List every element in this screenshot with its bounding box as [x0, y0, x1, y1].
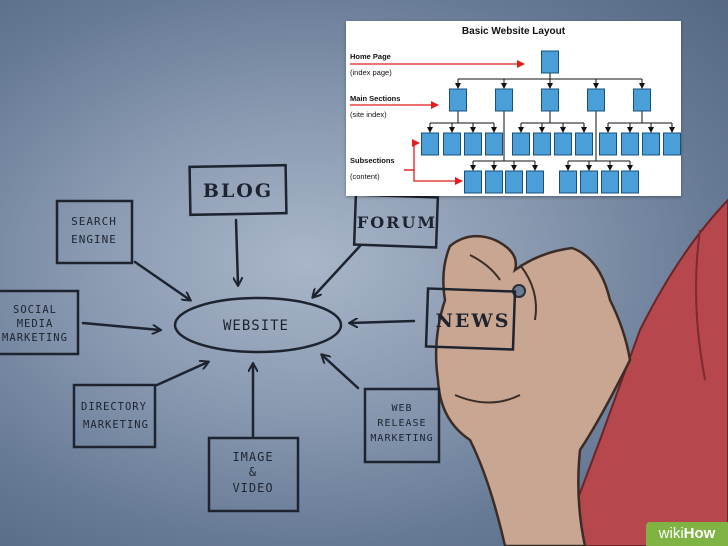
social-media-label-line1: SOCIAL — [13, 304, 57, 316]
image-video-label-line2: & — [249, 465, 257, 479]
sitemap-box-main-0 — [449, 88, 467, 112]
sleeve-fold — [695, 229, 706, 381]
directory-marketing-node: DIRECTORY MARKETING — [72, 383, 157, 449]
website-ellipse — [173, 296, 343, 354]
blog-box — [188, 163, 288, 217]
sitemap-connectors — [427, 73, 675, 171]
sitemap-box-sub1-2-1 — [621, 132, 639, 156]
sleeve — [558, 198, 728, 546]
sitemap-box-sub2-0-3 — [526, 170, 544, 194]
sitemap-box-home — [541, 50, 559, 74]
thumb-line — [454, 394, 521, 404]
sitemap-box-sub1-0-2 — [464, 132, 482, 156]
red-arrow-sub2 — [404, 169, 463, 185]
arrow-social — [81, 321, 160, 330]
web-release-label-line1: WEB — [391, 403, 412, 414]
arrow-blog — [236, 218, 238, 285]
news-box — [424, 287, 517, 351]
search-engine-label-line1: SEARCH — [71, 215, 117, 228]
sitemap-tree — [350, 50, 681, 194]
sitemap-box-sub1-0-3 — [485, 132, 503, 156]
search-engine-label-line2: ENGINE — [71, 233, 117, 246]
subsections-label: Subsections — [350, 156, 395, 165]
sitemap-box-sub2-0-0 — [464, 170, 482, 194]
arrow-news — [350, 321, 416, 323]
sitemap-box-main-1 — [495, 88, 513, 112]
knuckle-line — [469, 254, 501, 281]
forum-label: FORUM — [357, 213, 437, 232]
home-page-label: Home Page — [350, 52, 391, 61]
news-node: NEWS — [424, 287, 517, 351]
hand-shape — [434, 234, 632, 546]
main-sections-sublabel: (site index) — [350, 110, 387, 119]
subsections-sublabel: (content) — [350, 172, 380, 181]
sitemap-box-sub1-0-1 — [443, 132, 461, 156]
arrow-forum — [313, 244, 362, 297]
sitemap-box-main-2 — [541, 88, 559, 112]
sitemap-box-sub1-1-0 — [512, 132, 530, 156]
image-video-node: IMAGE & VIDEO — [207, 436, 300, 513]
arrow-search — [133, 260, 190, 300]
sitemap-box-sub2-0-2 — [505, 170, 523, 194]
directory-marketing-box — [72, 383, 157, 449]
sitemap-box-sub1-1-1 — [533, 132, 551, 156]
forum-box — [352, 193, 440, 249]
hand-illustration — [434, 198, 728, 546]
social-media-node: SOCIAL MEDIA MARKETING — [0, 289, 80, 356]
web-release-label-line3: MARKETING — [370, 433, 433, 444]
image-video-label-line3: VIDEO — [232, 481, 273, 495]
sitemap-box-main-3 — [587, 88, 605, 112]
arrow-web-release — [322, 355, 360, 390]
sitemap-title: Basic Website Layout — [461, 26, 566, 37]
sitemap-box-main-4 — [633, 88, 651, 112]
sitemap-boxes — [421, 50, 681, 194]
sitemap-box-sub2-0-1 — [485, 170, 503, 194]
news-label: NEWS — [436, 310, 511, 332]
directory-marketing-label-line2: MARKETING — [83, 419, 149, 431]
wikihow-watermark: wikiHow — [646, 522, 728, 546]
watermark-wiki: wiki — [658, 525, 684, 542]
sitemap-box-sub2-1-0 — [559, 170, 577, 194]
sitemap-panel: Basic Website Layout Home Page (index pa… — [346, 21, 681, 196]
red-arrow-sub1 — [404, 139, 420, 171]
search-engine-node: SEARCH ENGINE — [55, 199, 134, 265]
web-release-node: WEB RELEASE MARKETING — [363, 387, 441, 464]
sitemap-box-sub1-2-0 — [599, 132, 617, 156]
social-media-label-line2: MEDIA — [17, 318, 54, 330]
website-label: WEBSITE — [223, 318, 289, 334]
finger-line — [519, 264, 537, 321]
web-release-box — [363, 387, 441, 464]
arrow-directory — [155, 362, 208, 387]
sitemap-box-sub1-1-2 — [554, 132, 572, 156]
watermark-how: How — [683, 525, 716, 542]
sitemap-box-sub1-0-0 — [421, 132, 439, 156]
sitemap-box-sub1-2-2 — [642, 132, 660, 156]
social-media-label-line3: MARKETING — [2, 332, 68, 344]
website-node: WEBSITE — [173, 296, 343, 354]
sitemap-box-sub2-1-2 — [601, 170, 619, 194]
forum-node: FORUM — [352, 193, 440, 249]
home-page-sublabel: (index page) — [350, 68, 392, 77]
image-video-label-line1: IMAGE — [232, 450, 273, 464]
sitemap-box-sub1-1-3 — [575, 132, 593, 156]
social-media-box — [0, 289, 80, 356]
blog-node: BLOG — [188, 163, 288, 217]
sitemap-box-sub2-1-3 — [621, 170, 639, 194]
search-engine-box — [55, 199, 134, 265]
sitemap-box-sub1-2-3 — [663, 132, 681, 156]
image-video-box — [207, 436, 300, 513]
blog-label: BLOG — [203, 180, 273, 202]
sitemap-red-arrows — [350, 60, 525, 185]
main-sections-label: Main Sections — [350, 94, 401, 103]
sitemap-box-sub2-1-1 — [580, 170, 598, 194]
directory-marketing-label-line1: DIRECTORY — [81, 401, 147, 413]
web-release-label-line2: RELEASE — [377, 418, 426, 429]
